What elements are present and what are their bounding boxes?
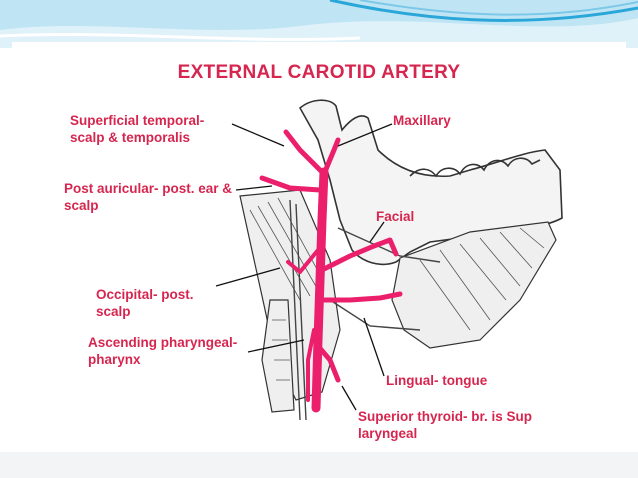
- leader-lines: [215, 123, 393, 411]
- label-facial: Facial: [376, 209, 415, 224]
- label-occipital: Occipital- post. scalp: [96, 287, 194, 319]
- label-maxillary: Maxillary: [393, 113, 451, 128]
- label-lingual: Lingual- tongue: [386, 373, 488, 388]
- slide-header-wave: [0, 0, 638, 48]
- label-ascending-pharyngeal: Ascending pharyngeal- pharynx: [88, 335, 238, 367]
- slide-footer: [0, 452, 638, 478]
- muscle-striations: [249, 197, 545, 381]
- carotid-artery: [259, 129, 403, 413]
- label-superior-thyroid: Superior thyroid- br. is Sup laryngeal: [358, 409, 533, 441]
- diagram-title: EXTERNAL CAROTID ARTERY: [177, 62, 461, 83]
- mandible: [298, 99, 563, 266]
- label-post-auricular: Post auricular- post. ear & scalp: [64, 181, 233, 213]
- label-superficial-temporal: Superficial temporal- scalp & temporalis: [70, 113, 205, 145]
- nerves: [289, 199, 441, 421]
